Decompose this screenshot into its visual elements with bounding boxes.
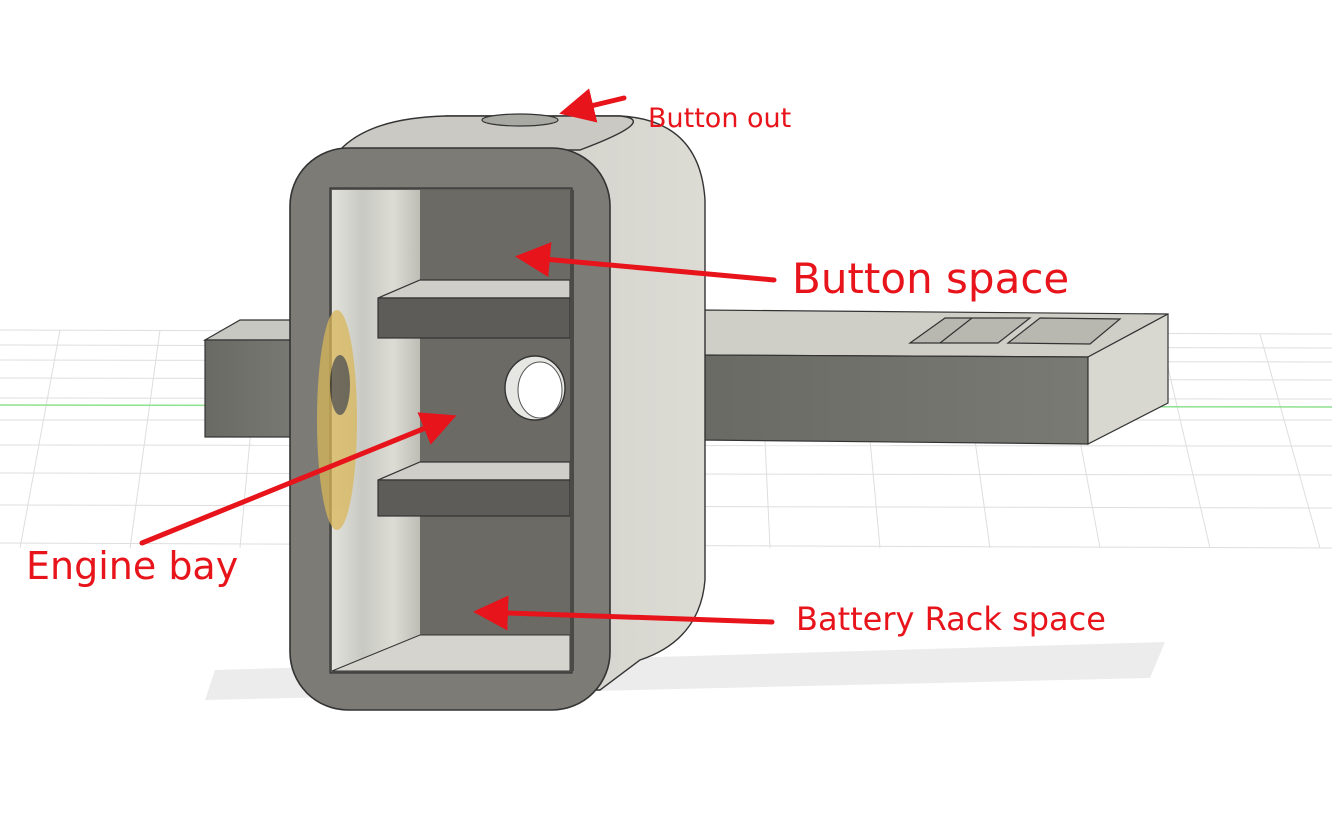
shelf-upper — [377, 279, 571, 339]
shelf-lower — [377, 461, 571, 517]
label-button-space: Button space — [792, 254, 1070, 303]
mount-bar-left — [202, 319, 301, 438]
annotation-arrows — [139, 88, 777, 631]
arrow-engine-bay — [139, 412, 457, 546]
label-battery-rack-space: Battery Rack space — [796, 600, 1106, 638]
arrow-button-space — [515, 242, 777, 283]
arrow-battery-space — [473, 595, 775, 631]
arrow-button-out — [559, 88, 627, 123]
smiley-decal — [317, 310, 357, 530]
button-hole — [481, 113, 559, 127]
housing-top-face — [338, 115, 634, 151]
mount-bar-right — [699, 309, 1169, 445]
label-engine-bay: Engine bay — [26, 544, 239, 588]
label-button-out: Button out — [648, 103, 792, 134]
